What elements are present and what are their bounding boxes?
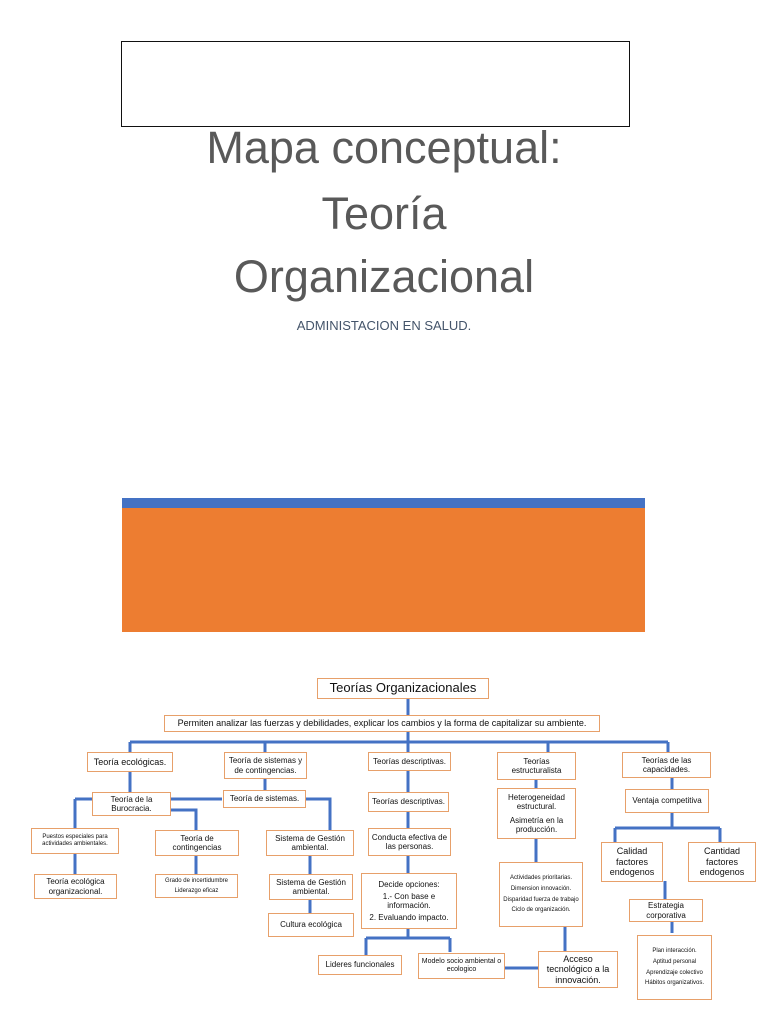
node-estrategia-corporativa: Estrategia corporativa bbox=[629, 899, 703, 922]
node-burocracia: Teoría de la Burocracia. bbox=[92, 792, 171, 816]
node-actividades: Actividades prioritarias. Dimension inno… bbox=[499, 862, 583, 927]
node-contingencias-detalle: Grado de incertidumbre Liderazgo eficaz bbox=[155, 874, 238, 898]
node-acceso-tecnologico: Acceso tecnológico a la innovación. bbox=[538, 951, 618, 988]
map-root-node: Teorías Organizacionales bbox=[317, 678, 489, 699]
concept-map-connectors bbox=[73, 697, 722, 970]
node-cantidad-factores: Cantidad factores endogenos bbox=[688, 842, 756, 882]
estrategia-detalle-2: Aptitud personal bbox=[652, 958, 697, 965]
decide-line-1: Decide opciones: bbox=[378, 879, 440, 889]
node-puestos-especiales: Puestos especiales para actividades ambi… bbox=[31, 828, 119, 854]
concept-map: Teorías Organizacionales Permiten analiz… bbox=[0, 670, 768, 1010]
page-title-line-2: Teoría bbox=[321, 188, 447, 239]
actividades-line-1: Actividades prioritarias. bbox=[509, 874, 573, 881]
map-description-node: Permiten analizar las fuerzas y debilida… bbox=[164, 715, 600, 732]
node-estructuralista: Teorías estructuralista bbox=[497, 752, 576, 780]
page-subtitle: ADMINISTACION EN SALUD. bbox=[296, 318, 472, 333]
decorative-blue-bar bbox=[122, 498, 645, 508]
actividades-line-2: Dimension innovación. bbox=[510, 885, 572, 892]
node-cultura-ecologica: Cultura ecológica bbox=[268, 913, 354, 937]
page-title-line-1: Mapa conceptual: bbox=[206, 122, 562, 173]
node-sga-2: Sistema de Gestión ambiental. bbox=[269, 874, 353, 900]
title-frame bbox=[121, 41, 630, 127]
heterogeneidad-line-1: Heterogeneidad estructural. bbox=[508, 792, 565, 811]
node-teoria-ecologicas: Teoría ecológicas. bbox=[87, 752, 173, 772]
node-decide-opciones: Decide opciones: 1.- Con base e informac… bbox=[361, 873, 457, 929]
contingencias-detalle-1: Grado de incertidumbre bbox=[164, 877, 229, 884]
node-ecologica-organizacional: Teoría ecológica organizacional. bbox=[34, 874, 117, 899]
node-capacidades: Teorías de las capacidades. bbox=[622, 752, 711, 778]
node-conducta-efectiva: Conducta efectiva de las personas. bbox=[368, 828, 451, 856]
contingencias-detalle-2: Liderazgo eficaz bbox=[174, 887, 219, 894]
estrategia-detalle-1: Plan interacción. bbox=[652, 947, 697, 954]
node-teoria-sistemas: Teoría de sistemas. bbox=[223, 790, 306, 808]
node-descriptivas-1: Teorías descriptivas. bbox=[368, 752, 451, 771]
node-modelo-socio-ambiental: Modelo socio ambiental o ecologico bbox=[418, 953, 505, 979]
node-sga-1: Sistema de Gestión ambiental. bbox=[266, 830, 354, 856]
node-calidad-factores: Calidad factores endogenos bbox=[601, 842, 663, 882]
estrategia-detalle-3: Aprendizaje colectivo bbox=[646, 969, 703, 976]
decide-line-2: 1.- Con base e información. bbox=[382, 891, 436, 910]
actividades-line-3: Disparidad fuerza de trabajo bbox=[503, 896, 579, 903]
node-ventaja-competitiva: Ventaja competitiva bbox=[625, 789, 709, 813]
estrategia-detalle-4: Hábitos organizativos. bbox=[644, 980, 705, 987]
node-lideres-funcionales: Lideres funcionales bbox=[318, 955, 402, 975]
page-title-line-3: Organizacional bbox=[233, 251, 535, 302]
decorative-orange-bar bbox=[122, 508, 645, 632]
decide-line-3: 2. Evaluando impacto. bbox=[369, 913, 449, 923]
actividades-line-4: Ciclo de organización. bbox=[511, 907, 571, 914]
node-heterogeneidad: Heterogeneidad estructural. Asimetría en… bbox=[497, 788, 576, 839]
node-sistemas-contingencias: Teoría de sistemas y de contingencias. bbox=[224, 752, 307, 779]
node-estrategia-detalle: Plan interacción. Aptitud personal Apren… bbox=[637, 935, 712, 1000]
node-descriptivas-2: Teorías descriptivas. bbox=[368, 792, 449, 812]
node-teoria-contingencias: Teoría de contingencias bbox=[155, 830, 239, 856]
heterogeneidad-line-2: Asimetría en la producción. bbox=[509, 816, 564, 835]
